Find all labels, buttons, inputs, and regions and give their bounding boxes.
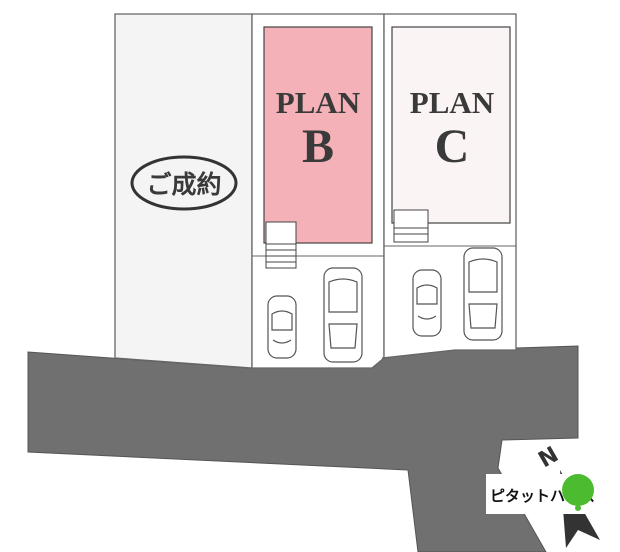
sold-lot: ご成約 [114,13,253,369]
plan-b-letter: B [302,120,334,173]
plan-c-building [391,26,511,224]
plan-b-parking-car-2 [323,267,363,363]
plan-b-entrance-steps [265,221,297,269]
plan-b-title: PLAN [276,85,360,120]
lot-plan-c: PLAN C [381,13,517,359]
plan-c-entrance-steps [393,209,429,243]
plan-c-title: PLAN [410,85,494,120]
sold-label: ご成約 [146,170,221,199]
plan-b-parking-car-1 [267,295,297,359]
north-label: N [535,442,563,473]
plan-c-parking-car-2 [463,247,503,341]
lot-plan-b: PLAN B [251,13,385,369]
road [27,345,579,552]
brand-mark-icon [562,474,594,506]
plan-b-building [263,26,373,244]
plan-c-parking-car-1 [412,269,442,337]
plan-c-letter: C [435,120,470,173]
brand-logo: ピタットハウス [486,474,598,514]
sold-badge [130,155,238,211]
